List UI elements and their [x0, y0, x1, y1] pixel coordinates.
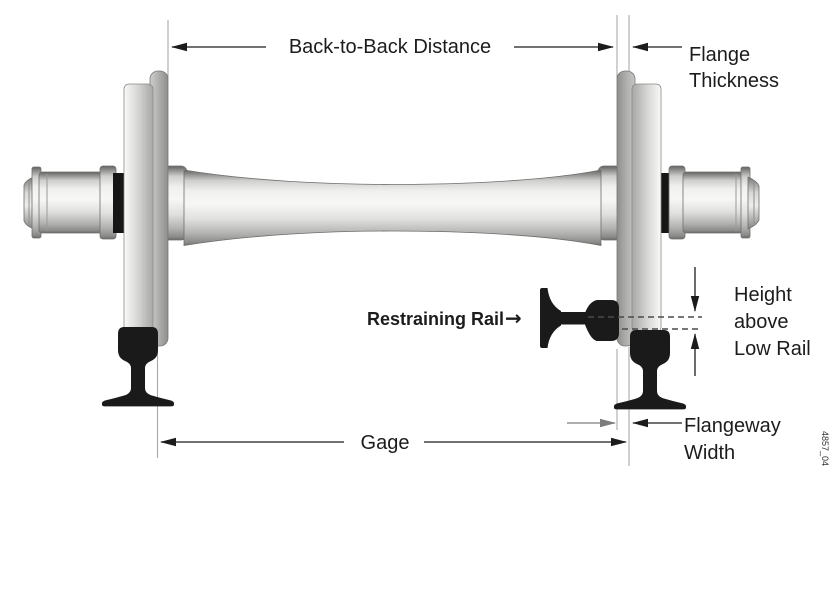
right-seal — [658, 173, 672, 233]
restraining-rail — [540, 288, 619, 348]
left-axle-journal — [23, 165, 127, 240]
flangeway-label-line2: Width — [684, 442, 735, 464]
right-wheel-tread — [631, 83, 662, 333]
right-wheel — [616, 70, 662, 347]
flange-thickness-label-line1: Flange — [689, 44, 750, 66]
back-to-back-label: Back-to-Back Distance — [289, 36, 491, 58]
figure-id: 4857_04 — [820, 431, 830, 466]
flange-thickness-label-line2: Thickness — [689, 70, 779, 92]
axle — [162, 165, 623, 246]
left-wheel-tread — [123, 83, 154, 333]
right-axle-journal — [658, 165, 760, 240]
height-label-line3: Low Rail — [734, 338, 811, 360]
restraining-rail-callout-arrow: → — [505, 306, 522, 330]
low-rail — [614, 330, 686, 410]
height-label-line1: Height — [734, 284, 792, 306]
gage-label: Gage — [361, 432, 410, 454]
track — [102, 288, 686, 410]
axle-shaft — [183, 169, 602, 246]
labels-layer: Back-to-Back Distance Flange Thickness R… — [289, 36, 830, 466]
left-journal-body — [38, 171, 104, 234]
height-label-line2: above — [734, 311, 789, 333]
left-rail — [102, 327, 174, 407]
restraining-rail-label: Restraining Rail — [367, 309, 504, 329]
left-wheel — [123, 70, 169, 347]
flangeway-label-line1: Flangeway — [684, 415, 781, 437]
left-seal — [113, 173, 127, 233]
dashed-reference-lines — [588, 316, 702, 330]
restraining-rail-head — [585, 300, 619, 341]
restraining-rail-base — [540, 288, 561, 348]
right-journal-body — [682, 171, 744, 234]
dimension-arrows — [160, 42, 700, 447]
